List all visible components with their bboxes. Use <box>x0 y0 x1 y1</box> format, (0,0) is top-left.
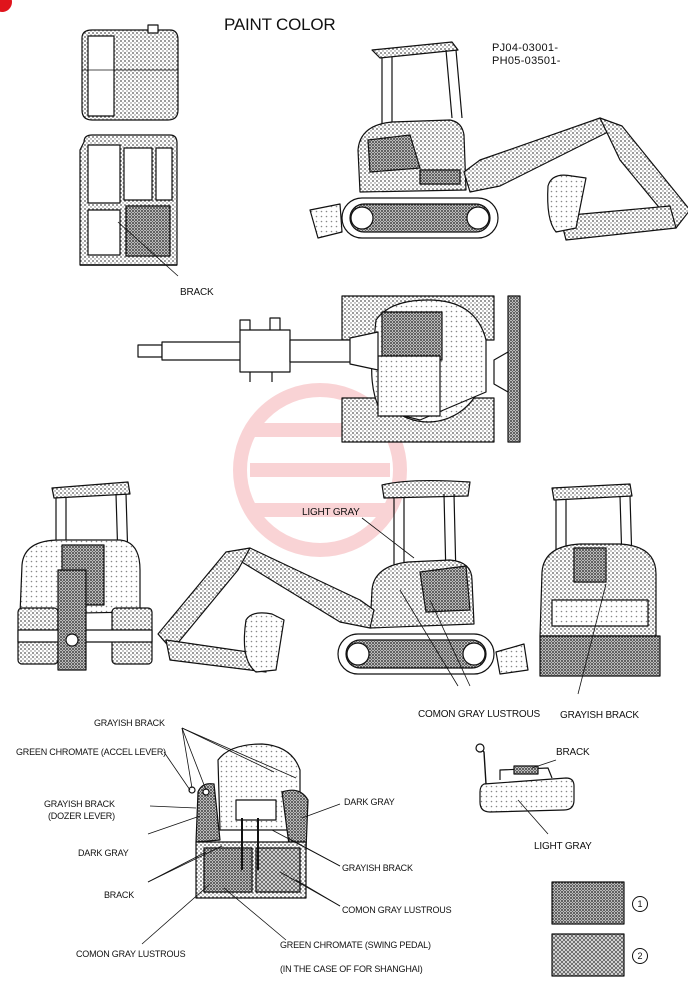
serial-range-1: PJ04-03001- <box>492 42 559 54</box>
label-grayish-brack-dozer: GRAYISH BRACK <box>44 799 115 809</box>
legend-swatch-2 <box>551 933 625 977</box>
label-comon-gray-lustrous-side: COMON GRAY LUSTROUS <box>418 709 540 720</box>
excavator-rear-view <box>539 483 661 677</box>
excavator-plan-view <box>137 295 521 443</box>
label-light-gray-top: LIGHT GRAY <box>302 507 360 518</box>
label-brack-left: BRACK <box>104 890 135 900</box>
label-brack-lever: BRACK <box>556 747 590 758</box>
label-grayish-brack-top: GRAYISH BRACK <box>94 718 165 728</box>
label-comon-gray-lustrous-bottom: COMON GRAY LUSTROUS <box>76 949 186 959</box>
page-title: PAINT COLOR <box>224 15 336 34</box>
legend-number-1: 1 <box>632 896 648 912</box>
label-dark-gray-left: DARK GRAY <box>78 848 129 858</box>
excavator-side-view-2 <box>157 479 529 675</box>
lever-box-view <box>475 743 575 835</box>
corner-marker <box>0 0 12 12</box>
serial-range-2: PH05-03501- <box>492 55 561 67</box>
label-green-chromate-accel: GREEN CHROMATE (ACCEL LEVER) <box>16 747 166 757</box>
label-grayish-brack-rear: GRAYISH BRACK <box>560 710 639 721</box>
label-dozer-lever: (DOZER LEVER) <box>48 811 115 821</box>
excavator-side-view <box>309 41 688 241</box>
excavator-front-view <box>17 481 153 671</box>
label-dark-gray-right: DARK GRAY <box>344 797 395 807</box>
operator-station-view <box>188 743 309 899</box>
station-leaders <box>141 727 341 945</box>
label-grayish-brack-right: GRAYISH BRACK <box>342 863 413 873</box>
label-green-chromate-swing: GREEN CHROMATE (SWING PEDAL) <box>280 940 431 950</box>
label-shanghai-note: (IN THE CASE OF FOR SHANGHAI) <box>280 964 423 974</box>
label-comon-gray-lustrous-right: COMON GRAY LUSTROUS <box>342 905 452 915</box>
label-brack-cab: BRACK <box>180 287 214 298</box>
cab-top-view <box>81 24 179 121</box>
label-light-gray-lever: LIGHT GRAY <box>534 841 592 852</box>
legend-swatch-1 <box>551 881 625 925</box>
legend-number-2: 2 <box>632 948 648 964</box>
cab-rear-view <box>79 134 178 266</box>
